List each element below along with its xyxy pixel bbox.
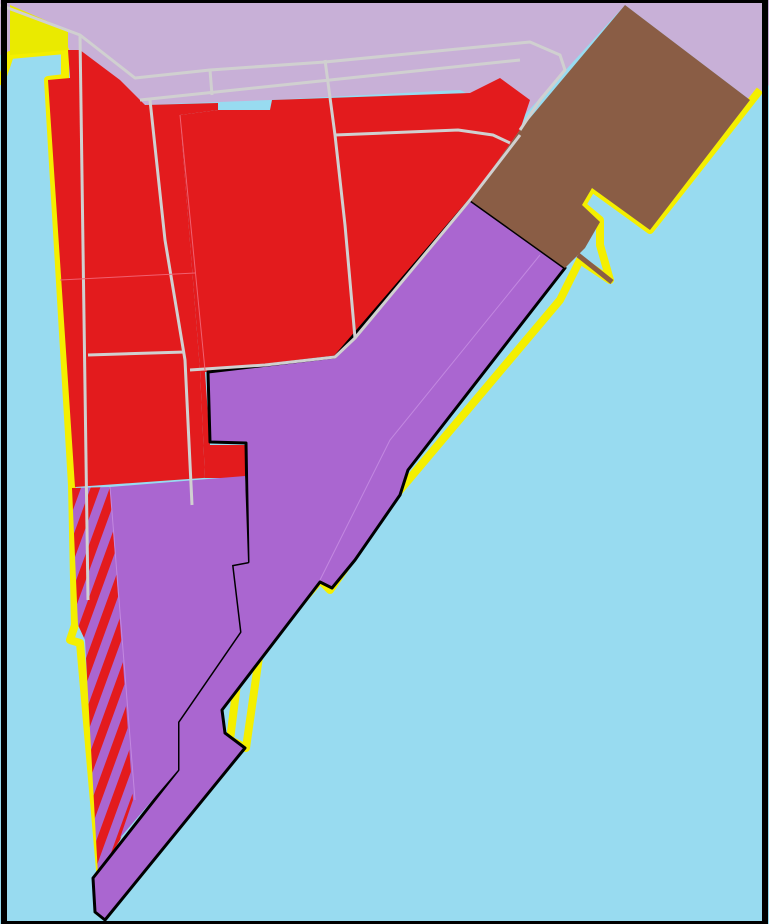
road-spur	[208, 69, 214, 96]
road-mid	[148, 99, 194, 506]
division-red-west-1	[59, 272, 196, 281]
road-east	[323, 59, 357, 339]
yellow-corner-patch	[10, 5, 68, 55]
red-zone-central	[180, 78, 530, 478]
brown-port-zone	[470, 5, 750, 268]
road-cross-north	[334, 128, 511, 145]
road-cross-south	[87, 350, 186, 357]
road-inner-north	[139, 58, 521, 102]
purple-line-2	[109, 486, 136, 801]
road-west	[78, 34, 90, 601]
purple-line-1	[319, 254, 541, 581]
purple-internal-lines	[109, 254, 541, 801]
road-network	[0, 3, 567, 601]
brown-jetty	[576, 253, 614, 284]
north-land	[0, 0, 769, 120]
red-zone-west	[48, 50, 245, 487]
road-coastal-north	[0, 3, 567, 131]
road-south-shore	[189, 134, 522, 372]
division-red-west-2	[179, 114, 206, 371]
purple-zone-south-west	[110, 476, 248, 838]
zone-division-lines	[59, 114, 206, 371]
